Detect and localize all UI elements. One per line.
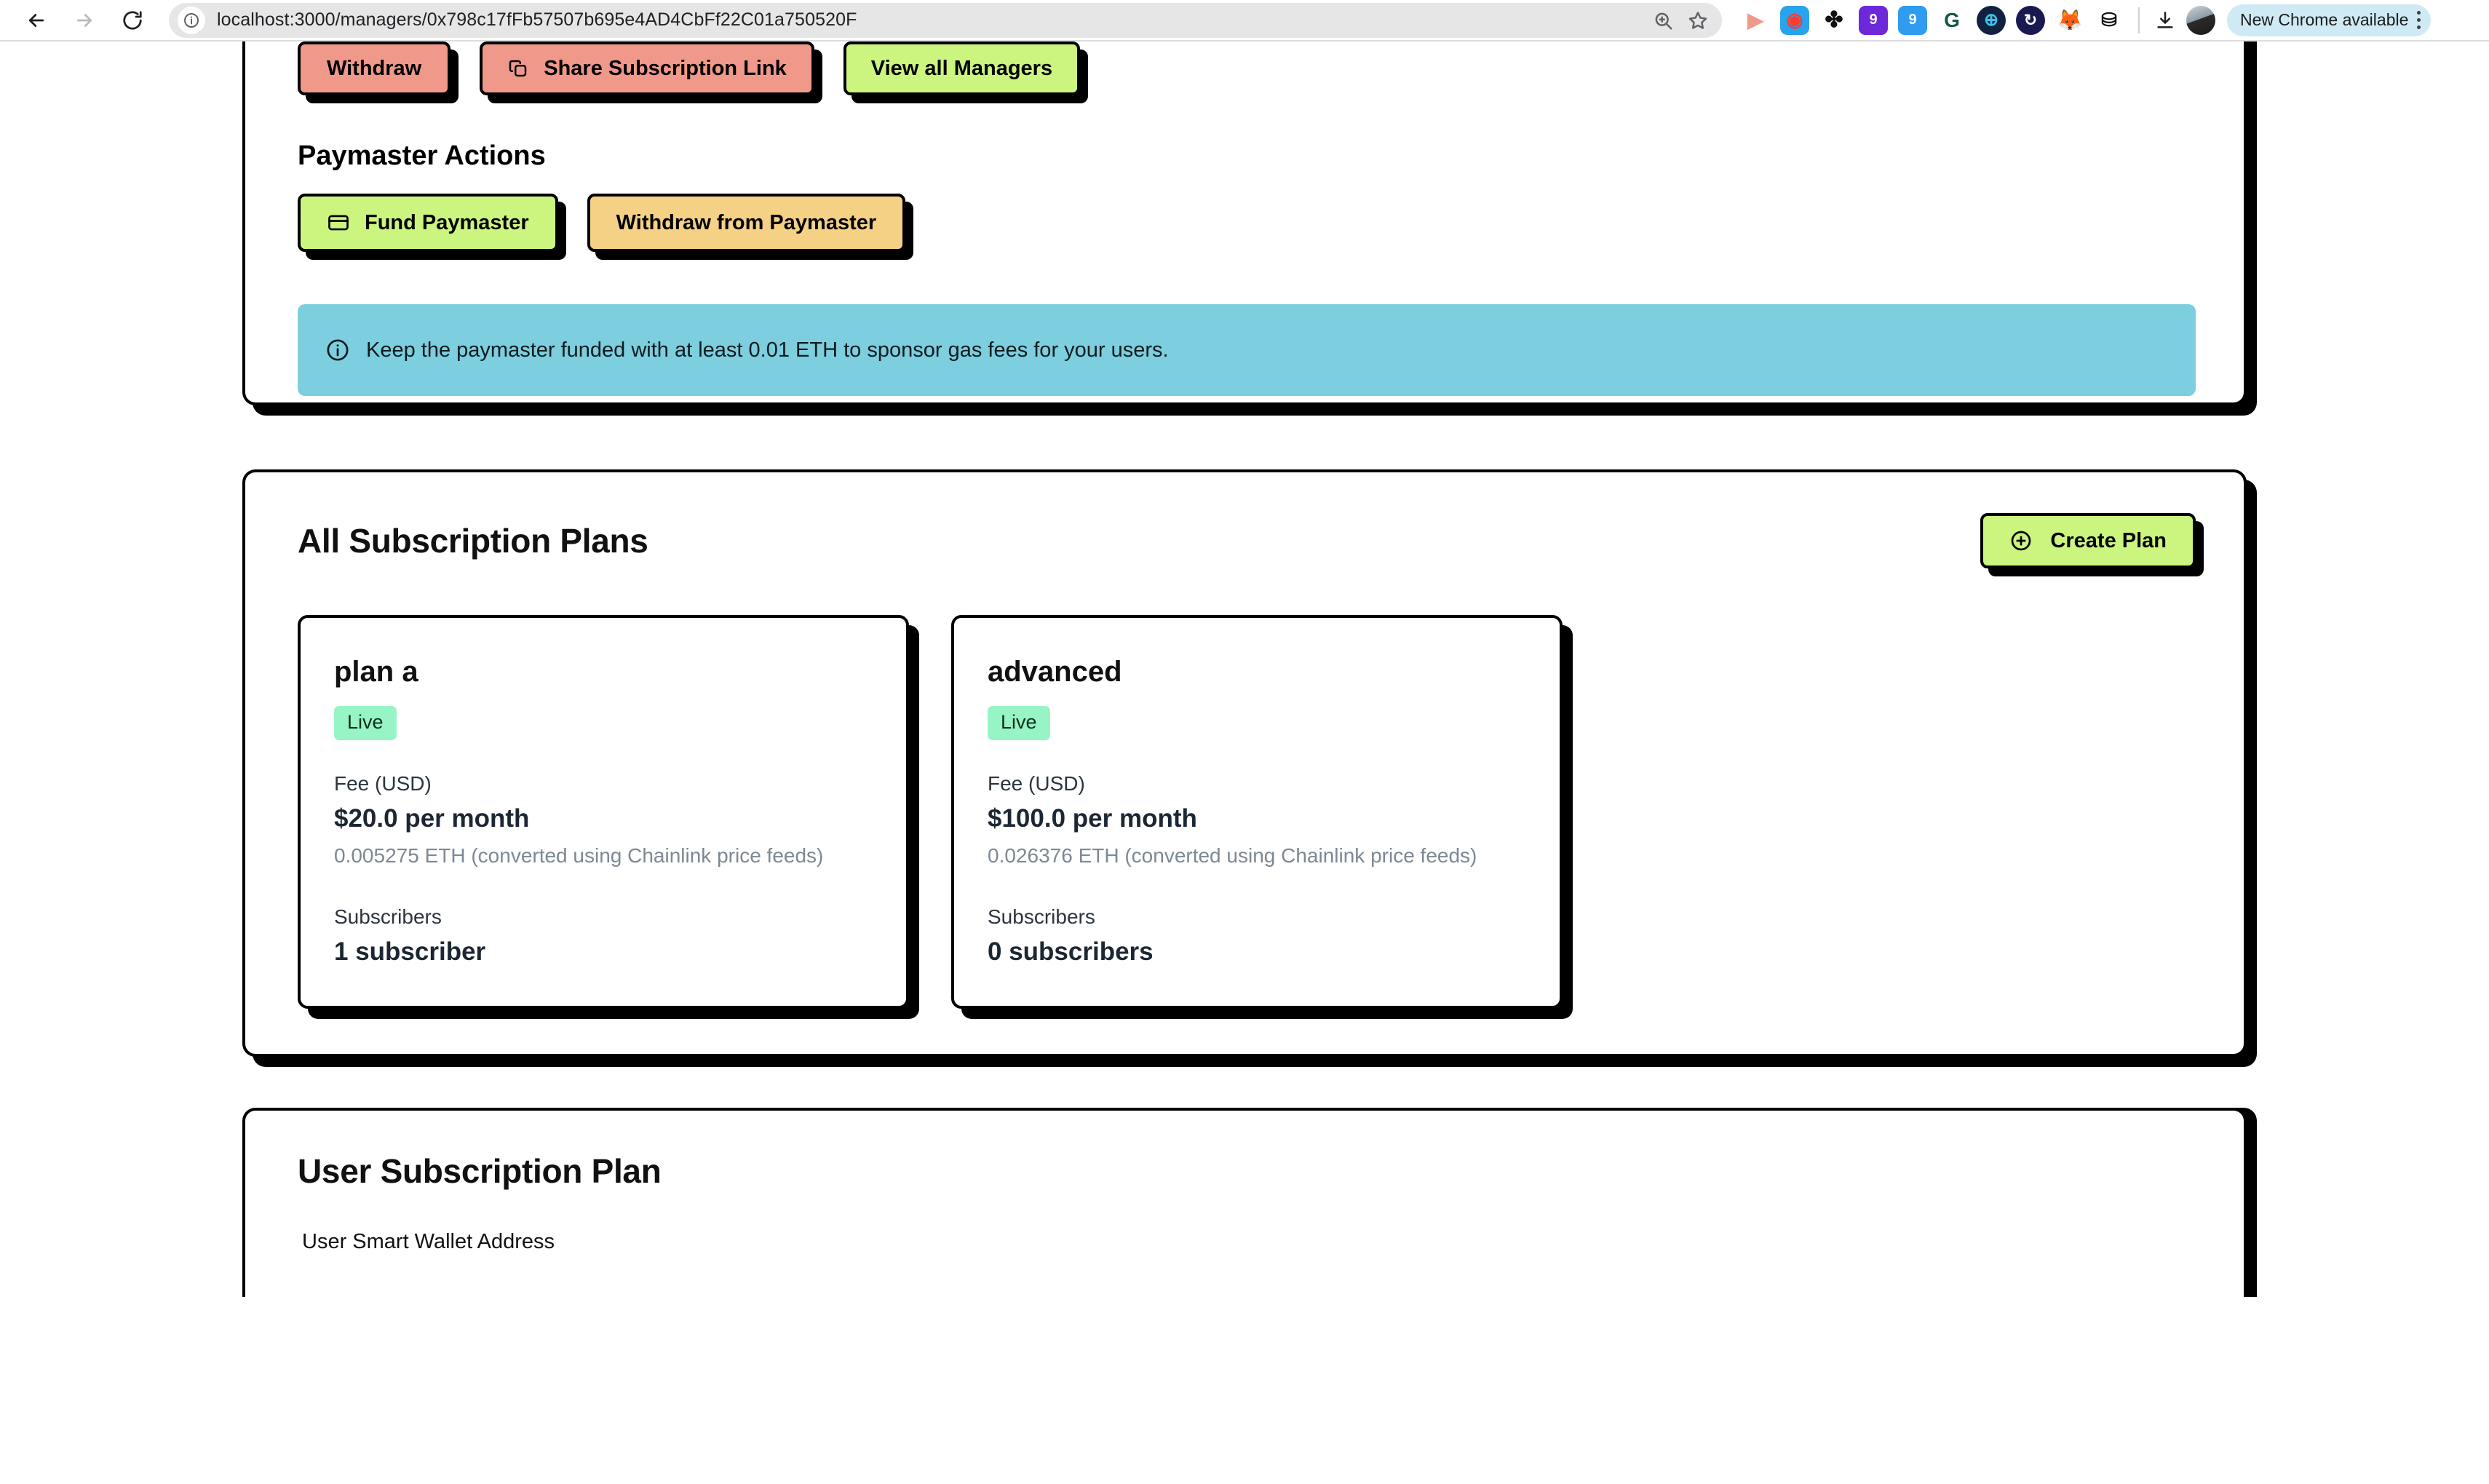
user-subscription-plan-title: User Subscription Plan	[298, 1151, 662, 1190]
subscribers-label: Subscribers	[334, 905, 442, 928]
bookmark-star-icon[interactable]	[1687, 9, 1709, 31]
create-plan-label: Create Plan	[2050, 528, 2167, 552]
status-badge: Live	[988, 706, 1050, 740]
fee-usd-value: $20.0 per month	[334, 804, 530, 833]
browser-toolbar: localhost:3000/managers/0x798c17fFb57507…	[0, 0, 2489, 41]
back-arrow-icon[interactable]	[16, 0, 57, 41]
kebab-menu-icon[interactable]	[2417, 11, 2421, 29]
navigation-buttons	[0, 0, 153, 41]
address-bar-url: localhost:3000/managers/0x798c17fFb57507…	[217, 9, 857, 30]
subscribers-value: 1 subscriber	[334, 937, 486, 966]
plan-name: plan a	[334, 656, 418, 688]
extension-icon-7[interactable]: ⊕	[1977, 5, 2006, 35]
withdraw-from-paymaster-button[interactable]: Withdraw from Paymaster	[587, 194, 906, 252]
extensions-strip: ▶ ◉ ✤ 9 9 G ⊕ ↻ 🦊 ⛁	[1741, 5, 2215, 35]
user-subscription-plan-panel: User Subscription Plan User Smart Wallet…	[242, 1107, 2247, 1297]
download-icon[interactable]	[2154, 9, 2176, 31]
chrome-update-pill[interactable]: New Chrome available	[2227, 4, 2432, 36]
extension-icon-5[interactable]: 9	[1898, 5, 1927, 35]
subscribers-label: Subscribers	[988, 905, 1095, 928]
fund-paymaster-button[interactable]: Fund Paymaster	[298, 194, 558, 252]
withdraw-button[interactable]: Withdraw	[298, 41, 451, 95]
manager-actions-panel: Withdraw Share Subscription Link View al…	[242, 41, 2247, 405]
extension-icon-10[interactable]: ⛁	[2095, 5, 2124, 35]
fee-label: Fee (USD)	[334, 772, 432, 795]
plan-card[interactable]: plan a Live Fee (USD) $20.0 per month 0.…	[298, 615, 909, 1009]
credit-card-icon	[327, 211, 350, 234]
zoom-search-icon[interactable]	[1652, 9, 1674, 31]
view-all-managers-label: View all Managers	[870, 56, 1053, 80]
extension-icon-3[interactable]: ✤	[1819, 5, 1849, 35]
withdraw-from-paymaster-label: Withdraw from Paymaster	[616, 210, 877, 234]
all-subscription-plans-panel: All Subscription Plans Create Plan plan …	[242, 469, 2247, 1057]
chrome-update-label: New Chrome available	[2240, 10, 2409, 29]
fund-paymaster-label: Fund Paymaster	[365, 210, 529, 234]
toolbar-divider	[2138, 7, 2140, 33]
paymaster-actions-title: Paymaster Actions	[298, 140, 546, 171]
manager-action-buttons: Withdraw Share Subscription Link View al…	[298, 41, 2196, 95]
create-plan-button[interactable]: Create Plan	[1980, 513, 2196, 568]
extension-icon-1[interactable]: ▶	[1741, 5, 1770, 35]
profile-avatar[interactable]	[2186, 5, 2215, 35]
share-subscription-link-label: Share Subscription Link	[544, 56, 787, 80]
copy-icon	[507, 57, 529, 79]
fee-eth-value: 0.005275 ETH (converted using Chainlink …	[334, 844, 824, 867]
info-circle-icon	[325, 338, 350, 362]
all-subscription-plans-title: All Subscription Plans	[298, 522, 648, 560]
page-content: Withdraw Share Subscription Link View al…	[0, 41, 2489, 1484]
plan-name: advanced	[988, 656, 1122, 688]
withdraw-button-label: Withdraw	[327, 56, 422, 80]
extension-icon-4[interactable]: 9	[1859, 5, 1888, 35]
paymaster-info-banner: Keep the paymaster funded with at least …	[298, 304, 2196, 396]
plan-card[interactable]: advanced Live Fee (USD) $100.0 per month…	[951, 615, 1563, 1009]
fee-eth-value: 0.026376 ETH (converted using Chainlink …	[988, 844, 1477, 867]
site-info-icon[interactable]	[178, 6, 205, 34]
fee-usd-value: $100.0 per month	[988, 804, 1197, 833]
status-badge: Live	[334, 706, 397, 740]
extension-icon-2[interactable]: ◉	[1780, 5, 1809, 35]
fee-label: Fee (USD)	[988, 772, 1085, 795]
plan-card-grid: plan a Live Fee (USD) $20.0 per month 0.…	[298, 615, 2196, 1009]
view-all-managers-button[interactable]: View all Managers	[843, 41, 1081, 95]
reload-icon[interactable]	[112, 0, 153, 41]
address-bar[interactable]: localhost:3000/managers/0x798c17fFb57507…	[169, 2, 1722, 38]
extension-icon-grammarly[interactable]: G	[1937, 5, 1966, 35]
paymaster-info-text: Keep the paymaster funded with at least …	[366, 338, 1169, 362]
forward-arrow-icon[interactable]	[64, 0, 105, 41]
user-smart-wallet-address-label: User Smart Wallet Address	[302, 1229, 555, 1253]
plus-circle-icon	[2009, 529, 2033, 552]
share-subscription-link-button[interactable]: Share Subscription Link	[480, 41, 814, 95]
address-bar-actions	[1652, 9, 1715, 31]
extension-icon-8[interactable]: ↻	[2016, 5, 2045, 35]
plans-panel-header: All Subscription Plans Create Plan	[298, 513, 2196, 568]
subscribers-value: 0 subscribers	[988, 937, 1154, 966]
paymaster-action-buttons: Fund Paymaster Withdraw from Paymaster	[298, 194, 2196, 252]
extension-icon-metamask[interactable]: 🦊	[2055, 5, 2084, 35]
